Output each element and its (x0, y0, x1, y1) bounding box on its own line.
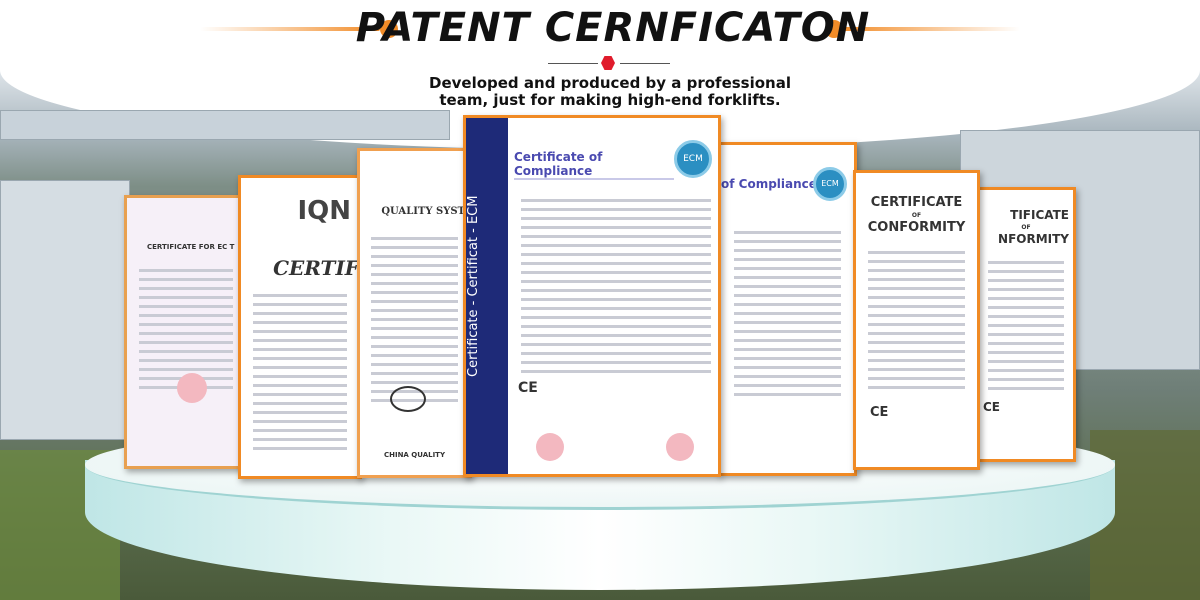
warehouse-building (0, 180, 130, 440)
title-line-left (200, 27, 380, 31)
title-line-right (840, 27, 1020, 31)
certificate-title: TIFICATE (1010, 208, 1069, 222)
divider-line (620, 63, 670, 64)
header: PATENT CERNFICATON Developed and produce… (0, 0, 1200, 110)
certificate-title: Certificate of Compliance (514, 150, 674, 180)
certificate-compliance-2: of Compliance ECM (718, 142, 857, 476)
cqc-logo-icon (390, 386, 426, 412)
ce-mark: CE (518, 380, 538, 396)
certificate-side-band: Certificate - Certificat - ECM (466, 118, 508, 474)
certificate-title: of Compliance (721, 177, 817, 191)
certificate-compliance-main: Certificate - Certificat - ECM Certifica… (463, 115, 721, 477)
orange-dot-left (380, 20, 398, 38)
ecm-seal-icon: ECM (674, 140, 712, 178)
ce-mark: CE (870, 405, 889, 420)
divider-line (548, 63, 598, 64)
red-stamp-icon (536, 433, 564, 461)
certificate-title: CONFORMITY (867, 220, 966, 235)
subtitle-line: team, just for making high-end forklifts… (439, 91, 781, 109)
certificate-title: CERTIFICATE FOR EC T (147, 243, 235, 251)
certificate-title-of: OF (911, 212, 922, 219)
certificate-quality-system: QUALITY SYST CHINA QUALITY (357, 148, 472, 478)
certificate-ec: CERTIFICATE FOR EC T (124, 195, 248, 469)
certificate-footer: CHINA QUALITY (383, 451, 446, 459)
red-stamp-icon (177, 373, 207, 403)
certificate-conformity-2: TIFICATE OF NFORMITY CE (976, 187, 1076, 462)
subtitle-line: Developed and produced by a professional (429, 74, 791, 92)
ecm-seal-icon: ECM (813, 167, 847, 201)
orange-dot-right (825, 20, 843, 38)
certificate-iqnet: IQN CERTIF (238, 175, 362, 479)
certificate-title: CERTIFICATE (870, 195, 963, 210)
certificate-title: NFORMITY (998, 232, 1069, 246)
certificate-title: CERTIF (273, 256, 359, 280)
certificate-conformity: CERTIFICATE OF CONFORMITY CE (853, 170, 980, 470)
iqn-logo: IQN (297, 196, 351, 226)
page-title: PATENT CERNFICATON (355, 5, 871, 51)
certificate-title: QUALITY SYST (381, 206, 465, 217)
hexagon-icon (601, 56, 615, 70)
warehouse-roof (0, 110, 450, 140)
certificate-title-of: OF (1021, 224, 1031, 231)
red-stamp-icon (666, 433, 694, 461)
ce-mark: CE (983, 400, 1001, 414)
subtitle: Developed and produced by a professional… (0, 75, 1200, 109)
